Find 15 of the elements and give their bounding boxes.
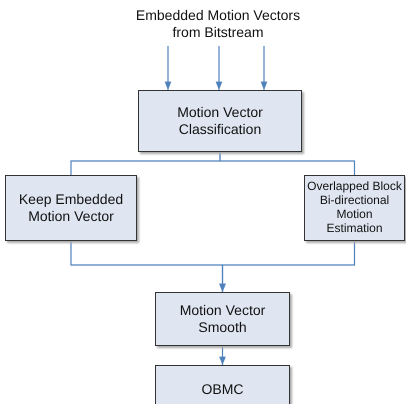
- process-box: [138, 90, 302, 152]
- process-box: [155, 292, 290, 346]
- process-box: [155, 365, 290, 404]
- box-label: Keep Embedded Motion Vector: [18, 190, 124, 226]
- connector-arrow: [164, 46, 172, 90]
- process-box: [5, 175, 137, 241]
- connector-arrow: [216, 46, 222, 90]
- box-label: Motion Vector Classification: [176, 104, 264, 138]
- box-label: Motion Vector Smooth: [178, 302, 266, 336]
- box-label: OBMC: [202, 381, 244, 399]
- connector-arrow: [219, 346, 226, 365]
- connector-arrow: [219, 241, 356, 292]
- input-label: Embedded Motion Vectors from Bitstream: [134, 6, 302, 42]
- connector-arrow: [260, 46, 268, 90]
- box-label: Overlapped Block Bi-directional Motion Estimation: [307, 180, 402, 236]
